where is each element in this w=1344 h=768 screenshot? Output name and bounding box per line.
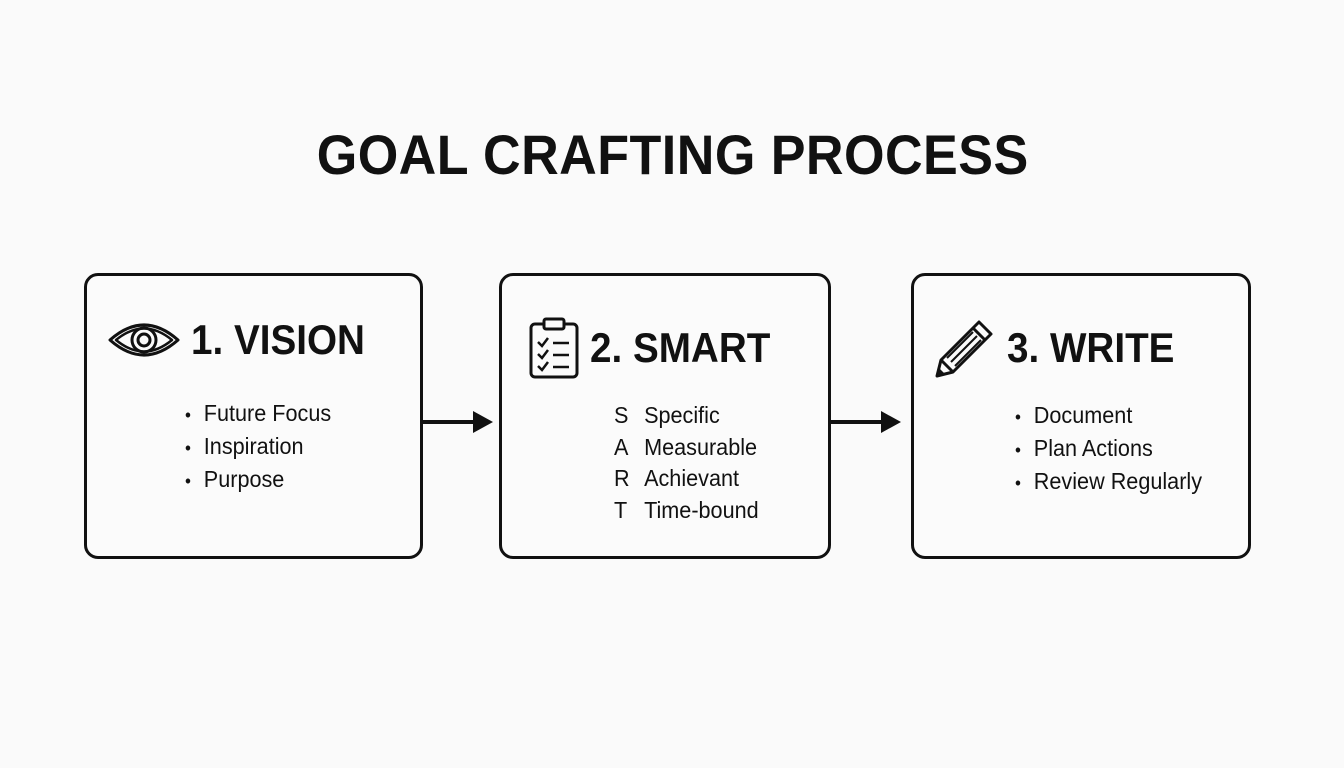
arrow-right-icon [423, 411, 493, 433]
bullet-dot: • [185, 471, 191, 491]
smart-row-a: A Measurable [614, 432, 759, 464]
list-item: • Inspiration [185, 431, 331, 464]
list-item-text: Review Regularly [1033, 468, 1203, 494]
smart-word: Time-bound [644, 496, 759, 523]
step-label-write: 3. WRITE [1007, 324, 1175, 371]
list-item-text: Future Focus [203, 400, 332, 426]
bullet-dot: • [1015, 473, 1021, 493]
clipboard-checklist-icon [529, 317, 579, 379]
list-item-text: Purpose [203, 466, 285, 492]
bullet-dot: • [185, 438, 191, 458]
step-card-vision: 1. VISION • Future Focus • Inspiration • Pu… [84, 273, 423, 559]
step-label-smart: 2. SMART [590, 324, 771, 371]
diagram-title: GOAL CRAFTING PROCESS [316, 123, 1029, 186]
vision-bullet-list: • Future Focus • Inspiration • Purpose [185, 398, 341, 497]
smart-letter: R [614, 465, 630, 491]
bullet-dot: • [1015, 407, 1021, 427]
bullet-dot: • [185, 405, 191, 425]
step-heading-write: 3. WRITE [933, 316, 1189, 380]
step-heading-smart: 2. SMART [528, 316, 786, 380]
bullet-dot: • [1015, 440, 1021, 460]
pencil-icon [935, 320, 993, 378]
list-item-text: Document [1033, 402, 1133, 428]
smart-word: Achievant [644, 465, 740, 491]
smart-row-r: R Achievant [614, 463, 759, 495]
write-bullet-list: • Document • Plan Actions • Review Regularl… [1015, 400, 1214, 499]
eye-icon [108, 323, 180, 357]
smart-row-t: T Time-bound [614, 495, 759, 527]
smart-word: Specific [644, 402, 720, 428]
smart-criteria-list: S Specific A Measurable R Achievant T Time-b… [614, 400, 768, 526]
step-card-smart: 2. SMART S Specific A Measurable R Achievan… [499, 273, 831, 559]
list-item: • Purpose [185, 464, 331, 497]
step-label-vision: 1. VISION [191, 316, 365, 363]
list-item-text: Plan Actions [1033, 435, 1153, 461]
list-item: • Future Focus [185, 398, 331, 431]
smart-letter: T [614, 496, 628, 523]
step-card-write: 3. WRITE • Document • Plan Actions • Review… [911, 273, 1251, 559]
step-heading-vision: 1. VISION [107, 316, 380, 364]
smart-word: Measurable [644, 433, 758, 460]
smart-letter: S [614, 402, 629, 428]
list-item-text: Inspiration [203, 433, 304, 459]
arrow-right-icon [831, 411, 901, 433]
list-item: • Plan Actions [1015, 433, 1202, 466]
smart-letter: A [614, 433, 629, 460]
list-item: • Review Regularly [1015, 466, 1202, 499]
list-item: • Document [1015, 400, 1202, 433]
smart-row-s: S Specific [614, 400, 759, 432]
